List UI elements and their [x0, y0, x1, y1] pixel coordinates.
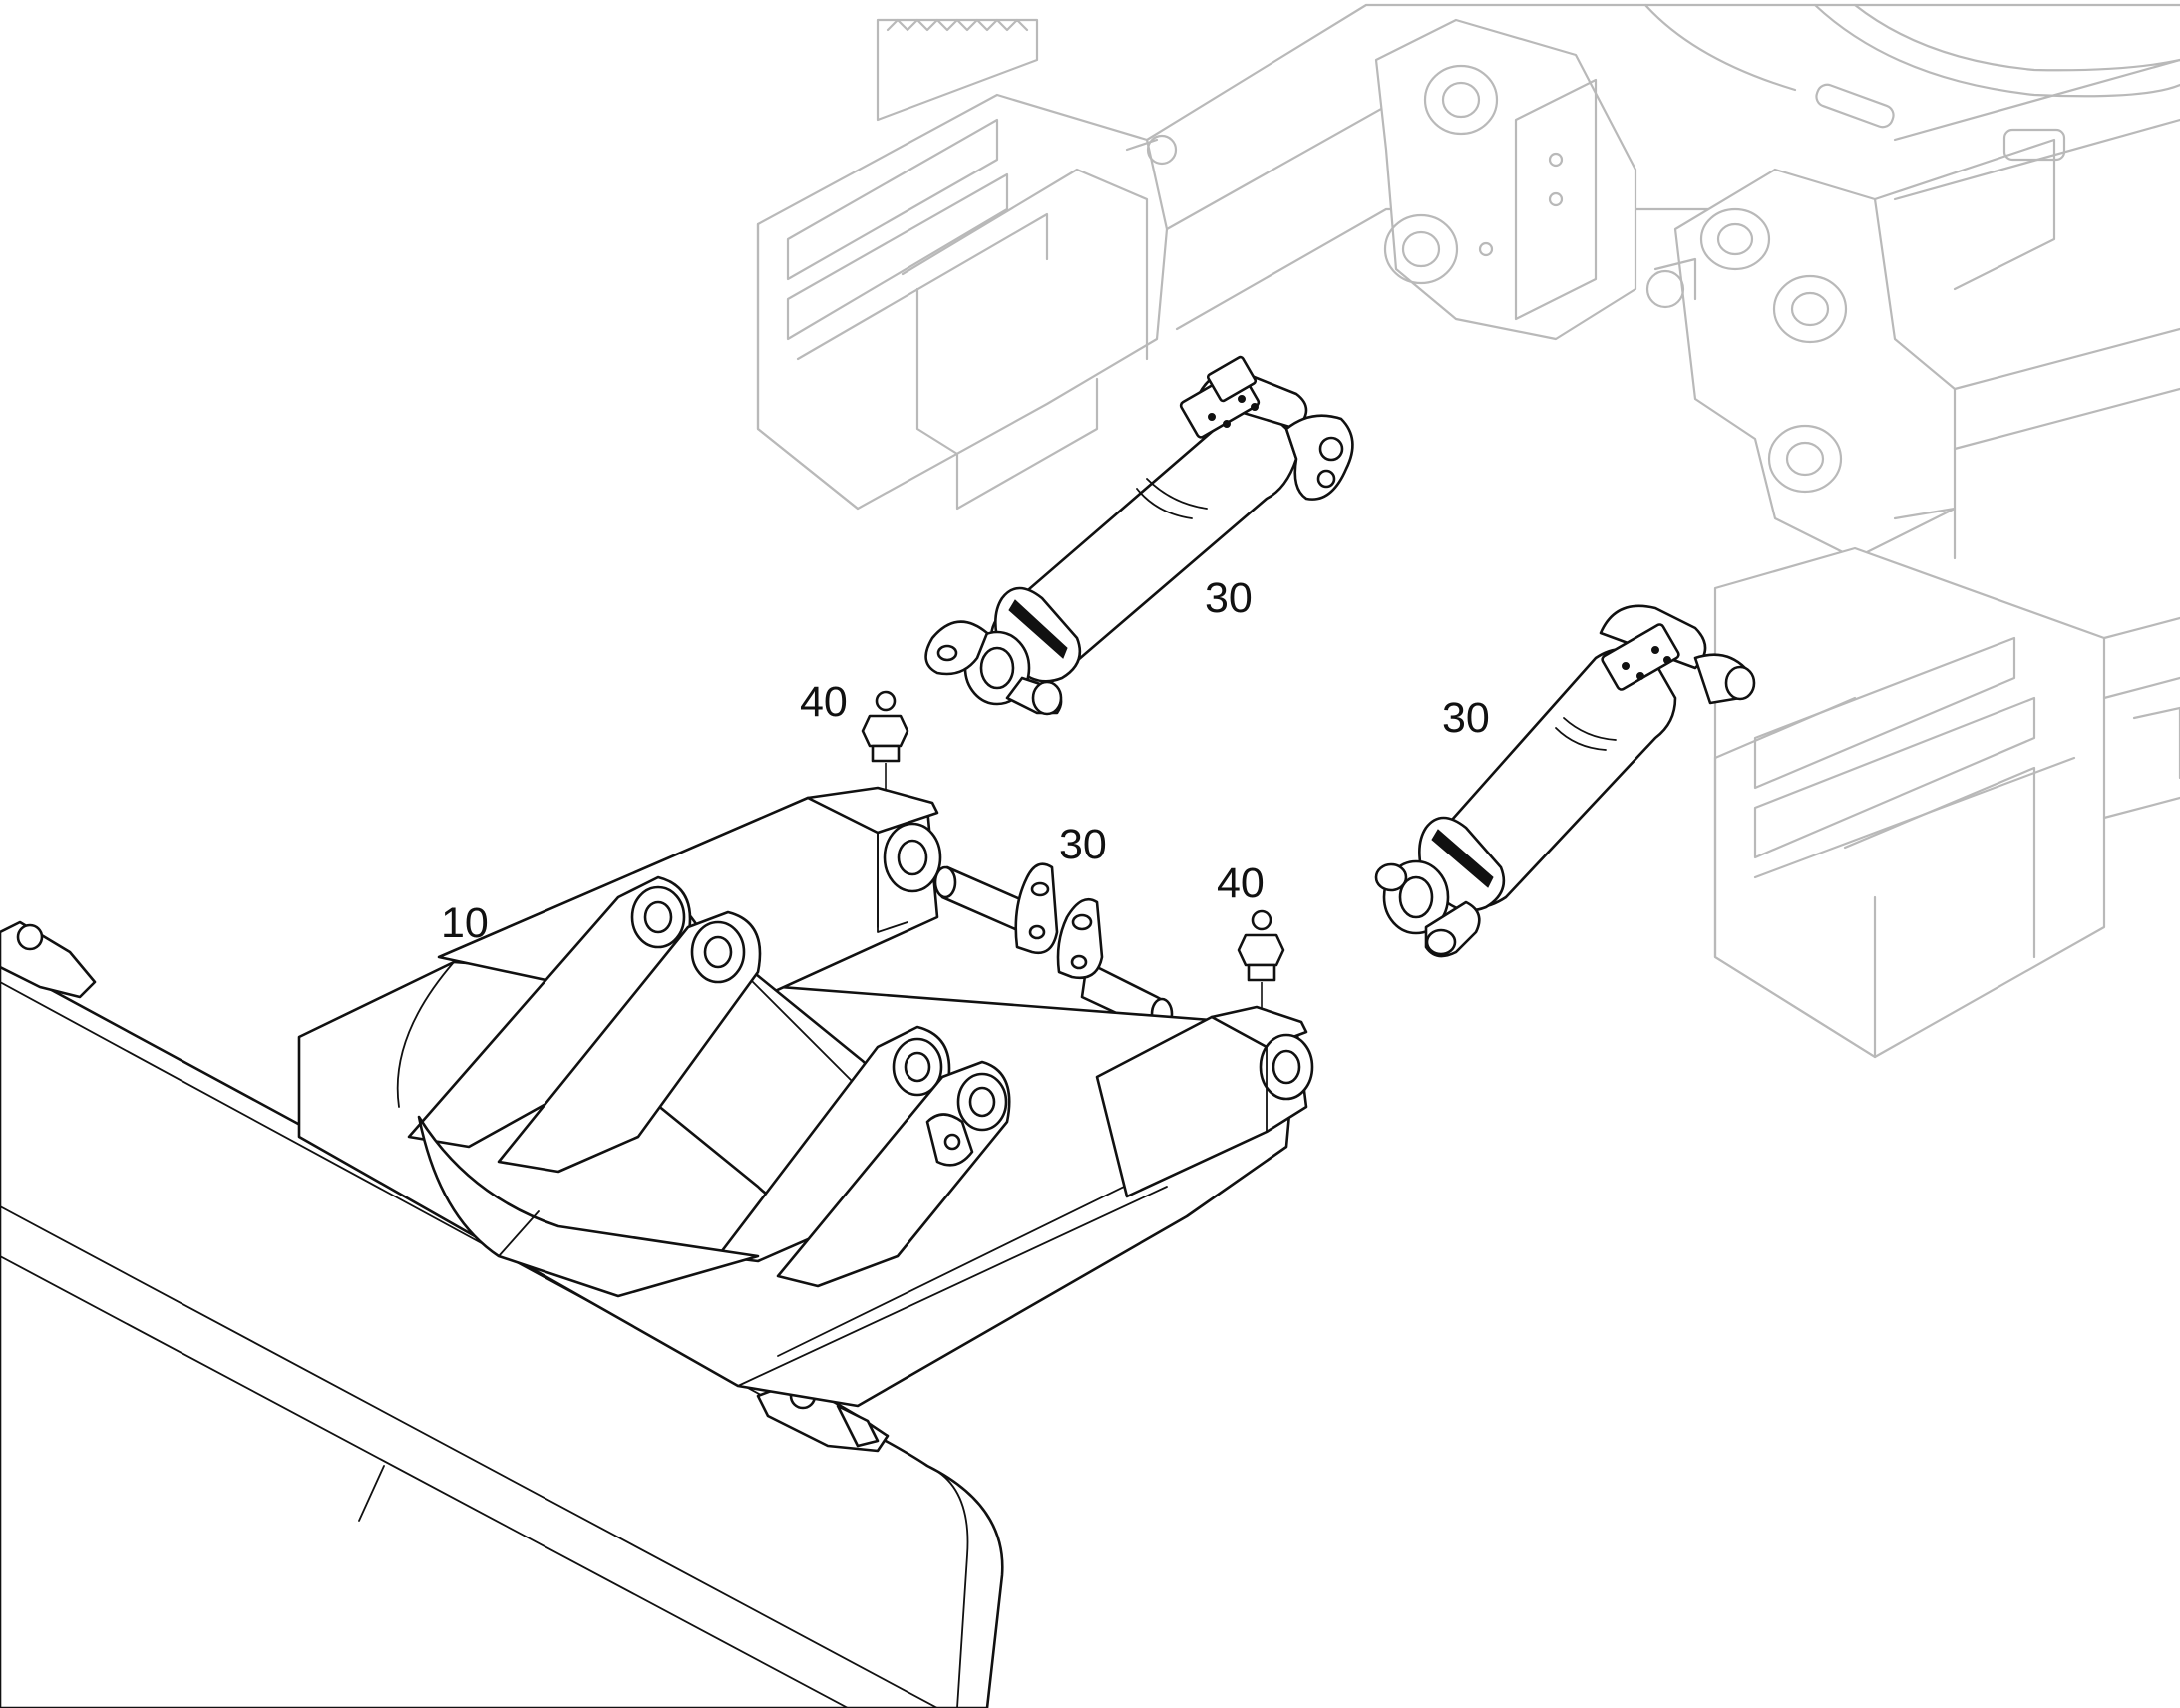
grease-nipple-left: [861, 690, 909, 806]
callout-labels: 10 30 30 30 40 40: [441, 574, 1490, 947]
hydraulic-cylinder-upper: [924, 355, 1354, 716]
hydraulic-cylinder-right: [1374, 604, 1756, 958]
background-frame-assembly: [756, 3, 2180, 1059]
grease-nipple-right: [1237, 909, 1285, 1025]
callout-30-right: 30: [1442, 694, 1490, 742]
callout-10: 10: [441, 899, 489, 947]
callout-40-right: 40: [1217, 859, 1265, 907]
callout-40-left: 40: [800, 678, 848, 726]
callout-30-pins: 30: [1059, 821, 1107, 868]
dozer-blade-assembly: [0, 786, 1314, 1708]
callout-30-upper: 30: [1205, 574, 1253, 622]
pin-left: [933, 862, 1059, 955]
